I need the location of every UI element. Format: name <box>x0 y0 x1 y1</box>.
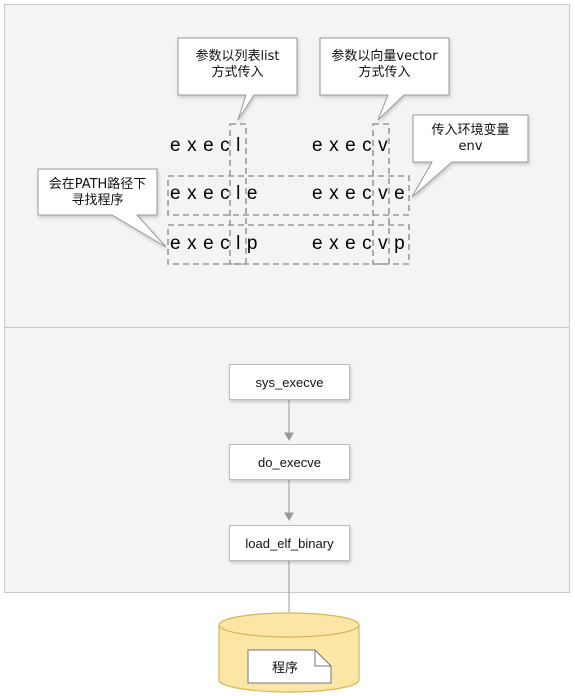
callout-list-shape <box>177 37 298 121</box>
label-execlp: execlp <box>170 233 264 254</box>
dashed-path-row <box>167 224 410 265</box>
dashed-vector-column <box>372 123 390 265</box>
label-execv: execv <box>312 135 395 156</box>
callout-vector-shape <box>319 37 450 121</box>
flow-box-do-execve: do_execve <box>229 444 350 480</box>
document-icon <box>247 649 332 684</box>
label-execvp: execvp <box>312 233 412 254</box>
arrow-head-1 <box>284 432 294 442</box>
label-execl: execl <box>170 135 247 156</box>
label-execle: execle <box>170 183 264 204</box>
flow-box-sys-execve: sys_execve <box>229 364 350 400</box>
label-execve: execve <box>312 183 412 204</box>
storage-label: 程序 <box>272 661 299 676</box>
callout-env-shape <box>411 114 529 198</box>
callout-path-text: 会在PATH路径下寻找程序 <box>48 177 147 208</box>
dashed-env-row <box>167 175 410 216</box>
flow-box-load-elf-binary: load_elf_binary <box>229 525 350 561</box>
arrow-head-2 <box>284 512 294 522</box>
callout-path-shape <box>37 168 167 248</box>
